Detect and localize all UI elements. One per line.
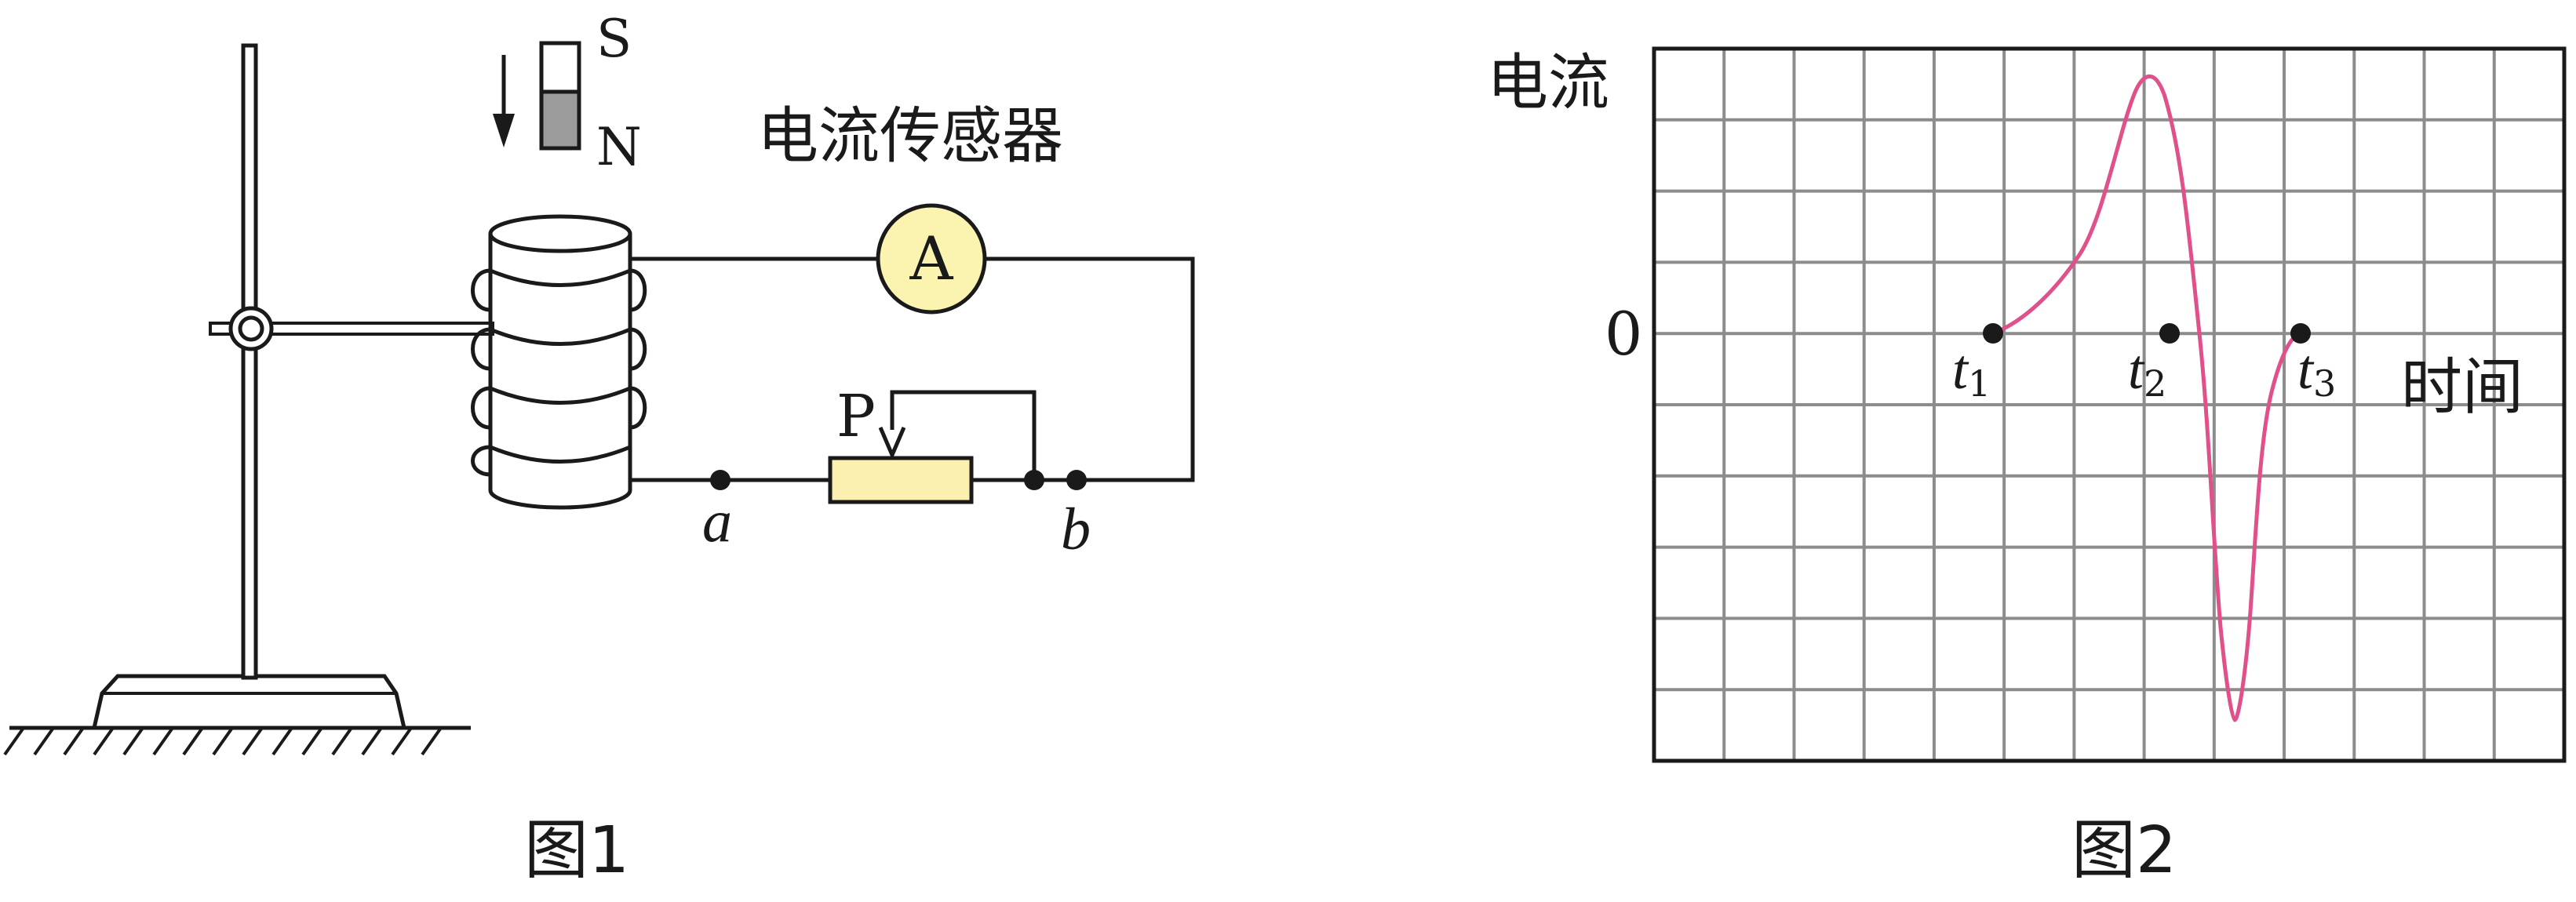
t1-letter: t [1952,338,1969,401]
stand-rod [241,43,258,680]
ammeter: A [876,203,987,315]
t1-label: t1 [1952,338,1991,405]
ground [3,726,471,756]
terminal-b-label: b [1061,496,1091,562]
ammeter-symbol: A [909,224,954,293]
solenoid-coil [471,214,647,510]
figure-2: 电流 时间 0 t1 t2 t3 图2 [1487,46,2567,888]
t2-point [2159,323,2180,344]
slider-label: P [836,383,876,450]
y-axis-label: 电流 [1487,48,1609,118]
t2-label: t2 [2128,338,2166,405]
magnet-s-label: S [596,9,632,69]
x-axis-label: 时间 [2401,352,2523,423]
t3-point [2290,323,2311,344]
stand-base [91,674,407,730]
bar-magnet: S N [539,9,642,177]
t3-label: t3 [2297,338,2336,405]
t1-sub: 1 [1968,362,1991,405]
t3-sub: 3 [2313,362,2336,405]
rheostat: P [828,383,974,504]
magnet-n-label: N [596,117,642,177]
down-arrow-icon [493,55,515,147]
grid [1654,49,2564,761]
slider-arrow-icon [878,427,906,460]
figure-1-caption: 图1 [524,813,629,888]
terminal-b-dot [1066,470,1087,490]
t1-point [1983,323,2003,344]
current-curve [1992,75,2308,722]
clamp-knob [228,306,274,351]
t3-letter: t [2297,338,2315,401]
t2-sub: 2 [2144,362,2166,405]
terminal-a-label: a [702,489,732,555]
origin-label: 0 [1605,299,1642,369]
t2-letter: t [2128,338,2145,401]
junction-dot [1024,470,1044,490]
plot-frame [1652,46,2567,763]
current-sensor-label: 电流传感器 [757,101,1063,172]
figure-1: S N 电流传感器 A P [3,9,1195,888]
terminal-a-dot [710,470,731,490]
figure-2-caption: 图2 [2071,813,2177,888]
